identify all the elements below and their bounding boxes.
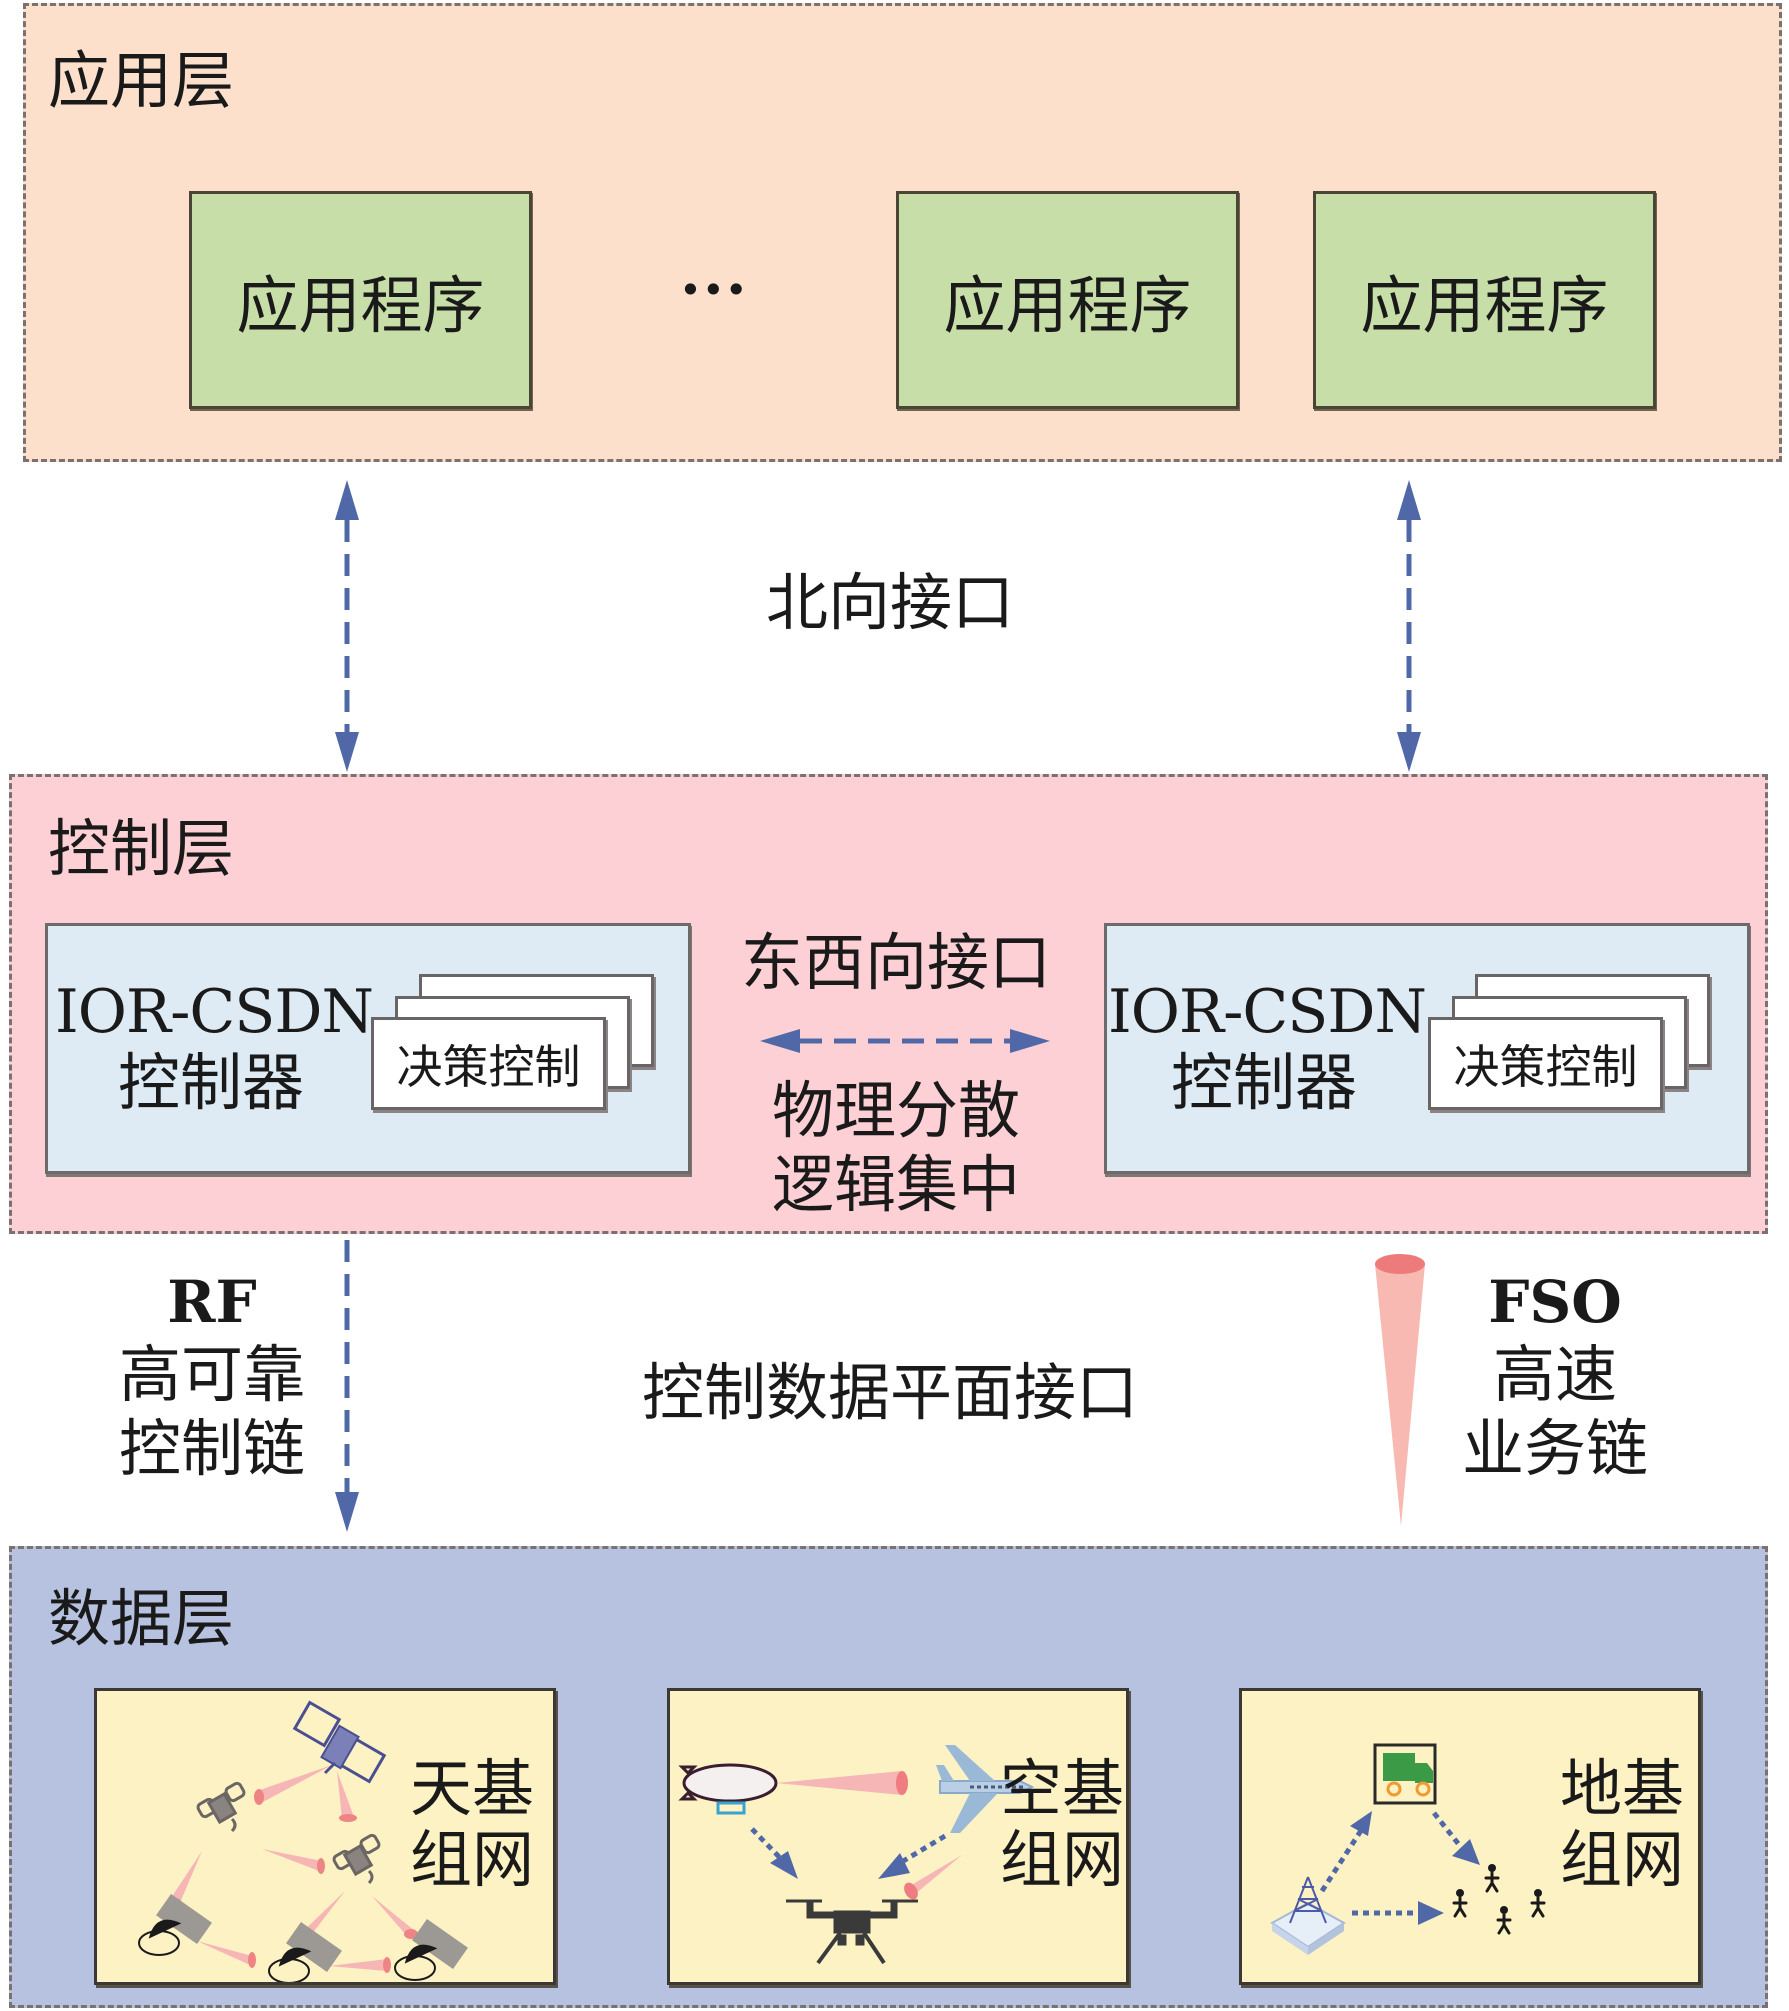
control-layer-title: 控制层 xyxy=(48,812,235,885)
aerial-network-label-1: 空基 xyxy=(1000,1752,1125,1825)
fso-link-desc-2: 业务链 xyxy=(1461,1411,1649,1485)
decision-card-label: 决策控制 xyxy=(396,1039,581,1094)
decision-card-front[interactable]: 决策控制 xyxy=(1428,1017,1663,1110)
beam-end xyxy=(339,1814,357,1822)
satellite-dish-icon xyxy=(268,1922,342,1982)
satellite-network-icon xyxy=(138,1700,468,1982)
fso-beam-icon xyxy=(1375,1254,1425,1526)
app-box-1[interactable]: 应用程序 xyxy=(189,191,532,409)
airplane-icon xyxy=(936,1745,1035,1833)
rf-link-label: RF 高可靠 控制链 xyxy=(119,1268,305,1486)
space-network-label-2: 组网 xyxy=(410,1823,535,1897)
ground-network-icon xyxy=(1270,1743,1546,1955)
laser-beam xyxy=(776,1771,902,1795)
app-box-3[interactable]: 应用程序 xyxy=(1313,191,1656,409)
space-network-label-1: 天基 xyxy=(410,1752,535,1825)
logically-centralized-label: 逻辑集中 xyxy=(771,1148,1021,1221)
rf-link-title: RF xyxy=(167,1268,257,1336)
ground-network-label-2: 组网 xyxy=(1560,1823,1685,1897)
beam-end xyxy=(896,1771,908,1795)
laser-beam xyxy=(169,1851,202,1905)
beam-end xyxy=(254,1789,264,1805)
app-box-label: 应用程序 xyxy=(236,269,485,342)
ground-network-label-1: 地基 xyxy=(1560,1752,1685,1825)
ground-network-label: 地基 组网 xyxy=(1560,1753,1684,1896)
controller-right-name: IOR-CSDN 控制器 xyxy=(1108,977,1427,1119)
laser-beam xyxy=(329,1959,387,1971)
northbound-arrow-right xyxy=(1397,480,1421,772)
northbound-interface-label: 北向接口 xyxy=(765,566,1015,639)
beam-end xyxy=(383,1957,391,1973)
aerial-network-panel[interactable]: 空基 组网 xyxy=(667,1688,1129,1985)
controller-name-en: IOR-CSDN xyxy=(55,977,374,1047)
rf-link-desc-2: 控制链 xyxy=(118,1411,306,1485)
fso-link-desc-1: 高速 xyxy=(1492,1337,1618,1411)
decision-card-front[interactable]: 决策控制 xyxy=(371,1017,606,1110)
satellite-icon xyxy=(332,1833,381,1885)
control-data-interface-label: 控制数据平面接口 xyxy=(641,1356,1139,1429)
laser-beam xyxy=(257,1765,332,1803)
arrow-head-down xyxy=(335,1492,359,1532)
aerial-network-label: 空基 组网 xyxy=(1000,1753,1124,1896)
rf-link-arrow xyxy=(335,1240,359,1532)
satellite-dish-icon xyxy=(138,1894,212,1956)
controller-name-en: IOR-CSDN xyxy=(1108,977,1427,1047)
data-layer-title: 数据层 xyxy=(48,1582,235,1655)
beam-end xyxy=(404,1929,418,1939)
arrow-icon xyxy=(750,1827,798,1879)
aerial-network-icon xyxy=(678,1745,1035,1965)
truck-icon xyxy=(1373,1743,1437,1805)
arrow-head-up xyxy=(1397,480,1421,520)
space-network-panel[interactable]: 天基 组网 xyxy=(94,1688,556,1985)
people-icon xyxy=(1452,1864,1546,1935)
app-box-label: 应用程序 xyxy=(1360,269,1609,342)
arrow-icon xyxy=(1352,1901,1444,1925)
arrow-head-down xyxy=(1397,732,1421,772)
satellite-icon xyxy=(196,1781,246,1833)
controller-name-zh: 控制器 xyxy=(1170,1046,1357,1119)
fso-link-title: FSO xyxy=(1488,1268,1622,1336)
laser-beam xyxy=(197,1941,252,1965)
airship-icon xyxy=(678,1763,778,1815)
laser-beam xyxy=(372,1896,415,1936)
space-network-label: 天基 组网 xyxy=(410,1753,534,1896)
beam-end xyxy=(248,1952,256,1968)
controller-name-zh: 控制器 xyxy=(117,1046,304,1119)
arrow-head-down xyxy=(335,732,359,772)
physically-distributed-label: 物理分散 xyxy=(771,1074,1021,1147)
cell-tower-icon xyxy=(1270,1876,1346,1955)
laser-beam xyxy=(337,1771,354,1819)
arrow-head-up xyxy=(335,480,359,520)
east-west-interface-label: 东西向接口 xyxy=(740,926,1052,999)
laser-beam xyxy=(908,1855,962,1895)
arrow-icon xyxy=(1319,1811,1372,1893)
satellite-dish-icon xyxy=(394,1919,468,1981)
aerial-network-label-2: 组网 xyxy=(1000,1823,1125,1897)
decision-card-label: 决策控制 xyxy=(1453,1039,1638,1094)
rf-link-desc-1: 高可靠 xyxy=(118,1337,306,1411)
northbound-arrow-left xyxy=(335,480,359,772)
ellipsis: ··· xyxy=(680,255,749,325)
arrow-icon xyxy=(878,1833,947,1879)
beam-end xyxy=(317,1858,325,1874)
app-box-2[interactable]: 应用程序 xyxy=(896,191,1239,409)
controller-left-name: IOR-CSDN 控制器 xyxy=(55,977,374,1119)
drone-icon xyxy=(786,1899,918,1965)
arrow-icon xyxy=(1432,1811,1480,1865)
ground-network-panel[interactable]: 地基 组网 xyxy=(1239,1688,1701,1985)
application-layer-title: 应用层 xyxy=(48,44,235,117)
app-box-label: 应用程序 xyxy=(943,269,1192,342)
laser-beam xyxy=(262,1849,322,1871)
fso-link-label: FSO 高速 业务链 xyxy=(1462,1268,1648,1486)
beam-end xyxy=(904,1882,918,1900)
satellite-icon xyxy=(292,1700,387,1784)
